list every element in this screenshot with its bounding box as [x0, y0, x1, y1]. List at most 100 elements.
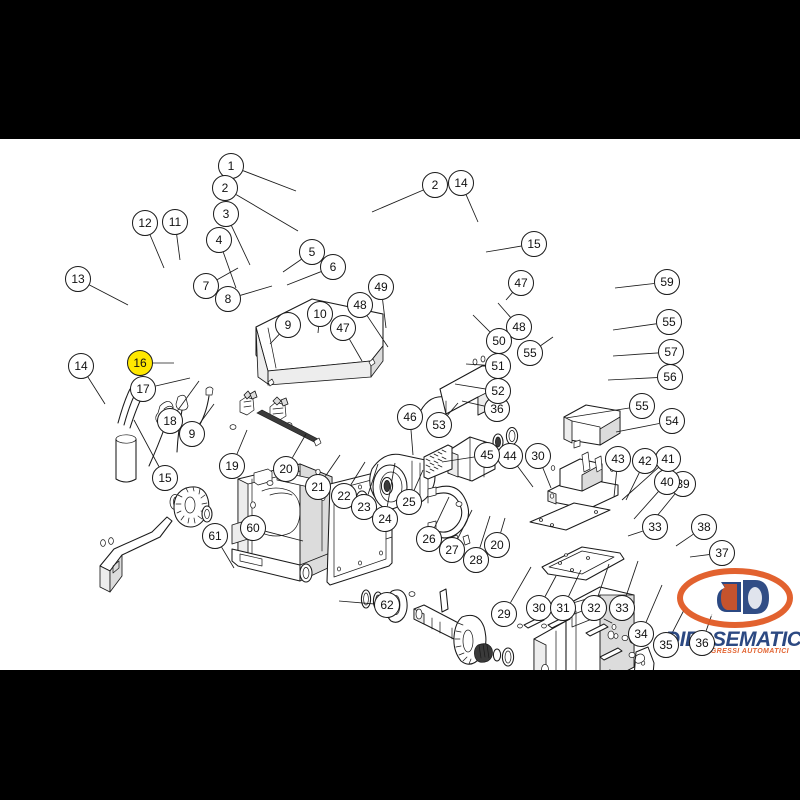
callout-48[interactable]: 48 — [347, 292, 373, 318]
callout-32[interactable]: 32 — [581, 595, 607, 621]
callout-leader-line — [176, 234, 181, 261]
callout-number: 33 — [615, 601, 629, 615]
callout-29[interactable]: 29 — [491, 601, 517, 627]
callout-55[interactable]: 55 — [517, 340, 543, 366]
callout-11[interactable]: 11 — [162, 209, 188, 235]
callout-leader-line — [633, 491, 659, 520]
callout-number: 2 — [221, 181, 229, 195]
callout-leader-line — [367, 463, 379, 495]
callout-19[interactable]: 19 — [219, 453, 245, 479]
callout-47[interactable]: 47 — [508, 270, 534, 296]
callout-leader-line — [625, 560, 639, 596]
callout-9[interactable]: 9 — [179, 421, 205, 447]
callout-51[interactable]: 51 — [485, 353, 511, 379]
callout-number: 21 — [311, 480, 325, 494]
callout-number: 59 — [660, 275, 674, 289]
callout-leader-line — [410, 429, 414, 456]
callout-4[interactable]: 4 — [206, 227, 232, 253]
callout-8[interactable]: 8 — [215, 286, 241, 312]
callout-number: 18 — [163, 414, 177, 428]
callout-9[interactable]: 9 — [275, 312, 301, 338]
callout-number: 51 — [491, 359, 505, 373]
callout-33[interactable]: 33 — [609, 595, 635, 621]
callout-2[interactable]: 2 — [422, 172, 448, 198]
callout-20[interactable]: 20 — [273, 456, 299, 482]
callout-number: 48 — [353, 298, 367, 312]
callout-5[interactable]: 5 — [299, 239, 325, 265]
callout-14[interactable]: 14 — [68, 353, 94, 379]
callout-55[interactable]: 55 — [629, 393, 655, 419]
callout-number: 28 — [469, 553, 483, 567]
callout-16-highlighted[interactable]: 16 — [127, 350, 153, 376]
callout-30[interactable]: 30 — [525, 443, 551, 469]
callout-leader-line — [457, 509, 473, 539]
callout-6[interactable]: 6 — [320, 254, 346, 280]
callout-26[interactable]: 26 — [416, 526, 442, 552]
part-group-electronics-57 — [547, 451, 619, 510]
callout-54[interactable]: 54 — [659, 408, 685, 434]
callout-45[interactable]: 45 — [474, 442, 500, 468]
callout-23[interactable]: 23 — [351, 494, 377, 520]
callout-number: 25 — [402, 495, 416, 509]
callout-57[interactable]: 57 — [658, 339, 684, 365]
callout-leader-line — [286, 271, 322, 286]
callout-31[interactable]: 31 — [550, 595, 576, 621]
callout-15[interactable]: 15 — [152, 465, 178, 491]
callout-number: 27 — [445, 543, 459, 557]
callout-62[interactable]: 62 — [374, 592, 400, 618]
callout-35[interactable]: 35 — [653, 632, 679, 658]
part-group-lever-39 — [628, 646, 655, 670]
callout-18[interactable]: 18 — [157, 408, 183, 434]
callout-40[interactable]: 40 — [654, 469, 680, 495]
callout-36[interactable]: 36 — [689, 630, 715, 656]
callout-20[interactable]: 20 — [484, 532, 510, 558]
callout-43[interactable]: 43 — [605, 446, 631, 472]
letterbox-band-top — [0, 0, 800, 139]
callout-leader-line — [454, 383, 486, 390]
callout-2[interactable]: 2 — [212, 175, 238, 201]
callout-13[interactable]: 13 — [65, 266, 91, 292]
callout-55[interactable]: 55 — [656, 309, 682, 335]
callout-46[interactable]: 46 — [397, 404, 423, 430]
callout-33[interactable]: 33 — [642, 514, 668, 540]
callout-44[interactable]: 44 — [497, 443, 523, 469]
callout-leader-line — [217, 267, 239, 280]
callout-leader-line — [568, 569, 582, 597]
callout-41[interactable]: 41 — [655, 446, 681, 472]
callout-50[interactable]: 50 — [486, 328, 512, 354]
callout-61[interactable]: 61 — [202, 523, 228, 549]
callout-number: 17 — [136, 382, 150, 396]
callout-30[interactable]: 30 — [526, 595, 552, 621]
callout-59[interactable]: 59 — [654, 269, 680, 295]
callout-27[interactable]: 27 — [439, 537, 465, 563]
callout-7[interactable]: 7 — [193, 273, 219, 299]
callout-15[interactable]: 15 — [521, 231, 547, 257]
callout-37[interactable]: 37 — [709, 540, 735, 566]
callout-number: 11 — [168, 215, 182, 229]
callout-52[interactable]: 52 — [485, 378, 511, 404]
callout-number: 1 — [227, 159, 235, 173]
part-group-plate-56 — [529, 502, 611, 531]
callout-number: 36 — [490, 402, 504, 416]
callout-56[interactable]: 56 — [657, 364, 683, 390]
callout-number: 14 — [74, 359, 88, 373]
callout-21[interactable]: 21 — [305, 474, 331, 500]
callout-49[interactable]: 49 — [368, 274, 394, 300]
callout-25[interactable]: 25 — [396, 489, 422, 515]
callout-53[interactable]: 53 — [426, 412, 452, 438]
callout-38[interactable]: 38 — [691, 514, 717, 540]
callout-leader-line — [689, 554, 710, 558]
callout-3[interactable]: 3 — [213, 201, 239, 227]
callout-47[interactable]: 47 — [330, 315, 356, 341]
callout-12[interactable]: 12 — [132, 210, 158, 236]
callout-24[interactable]: 24 — [372, 506, 398, 532]
callout-60[interactable]: 60 — [240, 515, 266, 541]
callout-17[interactable]: 17 — [130, 376, 156, 402]
callout-number: 62 — [380, 598, 394, 612]
callout-10[interactable]: 10 — [307, 301, 333, 327]
callout-42[interactable]: 42 — [632, 448, 658, 474]
callout-14[interactable]: 14 — [448, 170, 474, 196]
callout-leader-line — [621, 467, 659, 501]
callout-34[interactable]: 34 — [628, 621, 654, 647]
